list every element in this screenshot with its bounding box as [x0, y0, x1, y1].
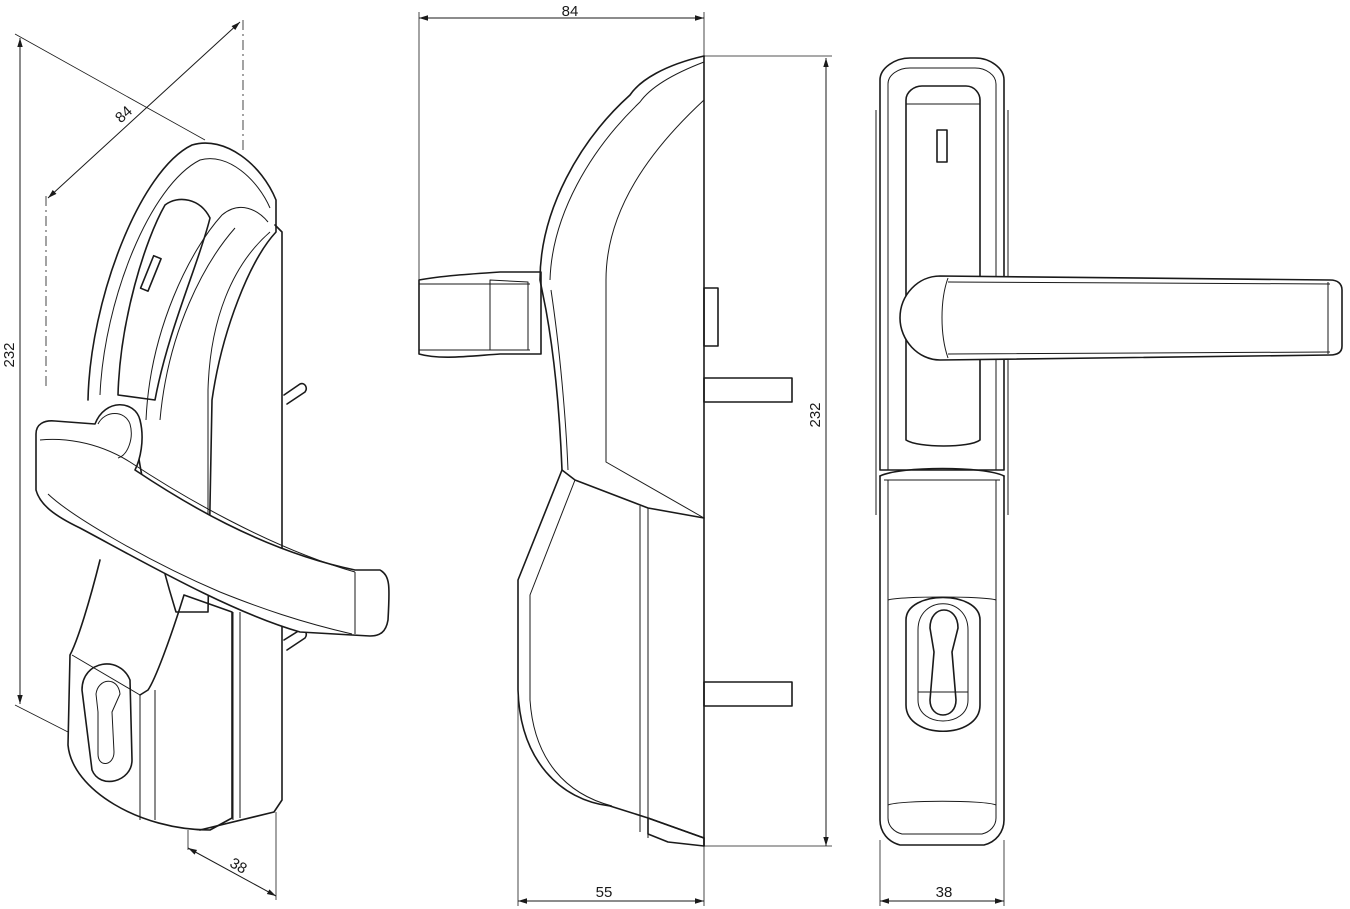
side-view: 84 232 55: [418, 3, 832, 906]
iso-width-label: 84: [112, 103, 136, 127]
front-view: 38: [875, 57, 1343, 906]
side-lower-body: [517, 469, 705, 839]
side-width-label: 84: [562, 3, 579, 20]
front-cylinder-hole: [929, 609, 959, 716]
iso-lever-top-edge: [39, 438, 356, 573]
iso-cylinder-recess: [81, 663, 133, 783]
iso-height-label: 232: [1, 342, 18, 367]
iso-key-slot: [139, 254, 162, 292]
iso-cylinder-hole: [95, 680, 121, 764]
side-upper-recess: [605, 99, 705, 519]
iso-height-ext-bottom: [14, 704, 69, 733]
iso-upper-side: [207, 231, 271, 612]
side-spindle-block: [703, 287, 719, 347]
front-lever-rose-edge: [941, 277, 949, 359]
iso-backplate: [199, 224, 283, 831]
front-lever-edges: [947, 281, 1331, 355]
iso-lower-body: [67, 559, 233, 831]
side-lever-profile: [418, 271, 542, 358]
iso-depth-dim-line: [187, 847, 277, 897]
front-lower-plate-inner: [887, 480, 997, 835]
side-upper-body: [539, 55, 705, 519]
front-cylinder-recess: [905, 596, 981, 733]
front-upper-recess: [905, 85, 981, 447]
iso-lever-handle: [35, 404, 390, 637]
side-pin-upper: [703, 377, 793, 403]
side-upper-edge: [550, 289, 569, 471]
iso-width-dim-line: [47, 21, 241, 199]
iso-height-ext-top: [14, 33, 206, 141]
iso-lower-body-edge: [71, 654, 141, 820]
front-divider: [879, 467, 1005, 477]
iso-pin-upper: [283, 382, 307, 405]
side-pin-lower: [703, 681, 793, 707]
front-bottom-label: 38: [936, 884, 953, 901]
front-lower-plate: [879, 475, 1005, 846]
front-upper-plate-inner: [887, 67, 997, 470]
side-upper-body-inner: [549, 61, 705, 281]
iso-depth-label: 38: [227, 855, 250, 878]
side-lever-rose: [489, 279, 529, 351]
front-lever-handle: [899, 275, 1343, 361]
iso-upper-body-edge-2: [159, 227, 236, 421]
iso-lever-bottom-edge: [47, 493, 353, 635]
side-height-label: 232: [807, 402, 824, 427]
iso-recess: [117, 198, 211, 401]
iso-upper-body-inner: [99, 158, 271, 396]
side-bottom-label: 55: [596, 884, 613, 901]
side-bottom-lip: [647, 817, 705, 847]
front-cylinder-rim: [917, 603, 969, 722]
side-lower-body-inner: [529, 479, 613, 807]
front-key-slot: [936, 129, 948, 163]
isometric-view: 232 84 38: [1, 20, 390, 900]
front-upper-plate: [879, 57, 1005, 471]
iso-lever-rose: [97, 413, 132, 459]
